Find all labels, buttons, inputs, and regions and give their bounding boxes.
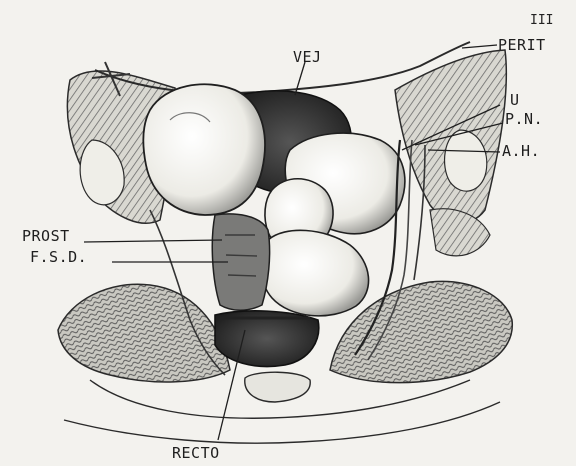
label-ah: A.H. (502, 142, 540, 160)
left-vesicle (143, 84, 265, 215)
rectum (215, 311, 319, 367)
label-fsd: F.S.D. (30, 248, 87, 266)
label-prost: PROST (22, 227, 70, 245)
label-recto: RECTO (172, 444, 220, 462)
label-u: U (510, 91, 520, 109)
pelvic-base (64, 372, 500, 443)
label-vej: VEJ (293, 48, 322, 66)
label-pn: P.N. (505, 110, 543, 128)
figure-number: III (530, 13, 553, 28)
label-perit: PERIT (498, 36, 546, 54)
